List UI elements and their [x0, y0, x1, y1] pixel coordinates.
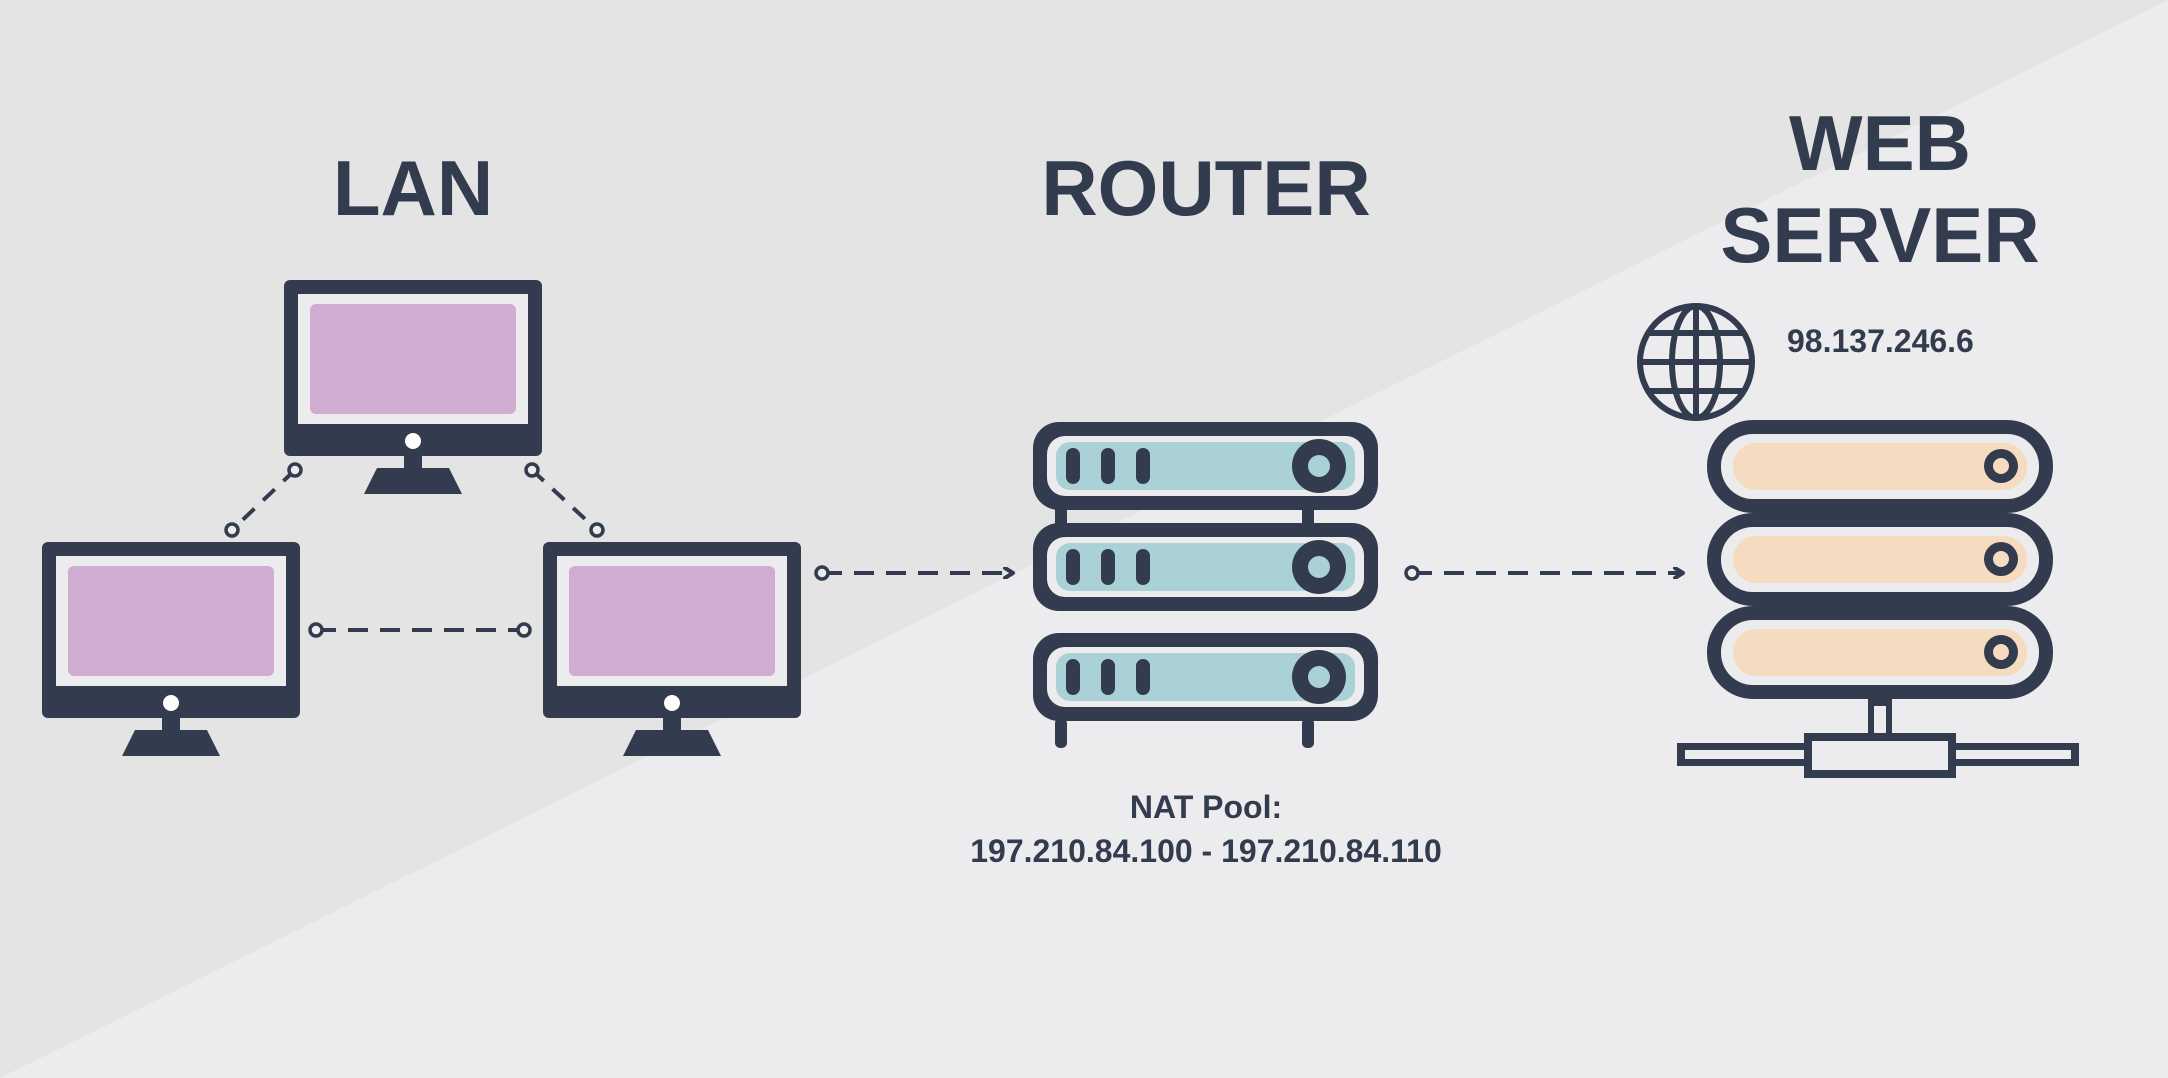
router-title: ROUTER — [1041, 144, 1370, 232]
lan-title: LAN — [333, 144, 493, 232]
monitor-top-icon — [284, 280, 542, 494]
lan-link-top-right — [524, 462, 605, 538]
server-ip: 98.137.246.6 — [1787, 323, 1974, 359]
arrow-lan-to-router — [814, 565, 1012, 581]
monitor-left-icon — [42, 542, 300, 756]
router-icon — [1033, 422, 1378, 748]
server-title-line2: SERVER — [1720, 191, 2039, 279]
monitor-right-icon — [543, 542, 801, 756]
web-server-icon — [1677, 420, 2079, 778]
globe-icon — [1637, 303, 1755, 421]
nat-pool-range: 197.210.84.100 - 197.210.84.110 — [970, 833, 1442, 869]
lan-link-top-left — [224, 462, 303, 538]
nat-pool-label: NAT Pool: — [1130, 789, 1282, 825]
server-title-line1: WEB — [1789, 99, 1971, 187]
lan-link-bottom — [308, 622, 532, 638]
arrow-router-to-server — [1404, 565, 1682, 581]
